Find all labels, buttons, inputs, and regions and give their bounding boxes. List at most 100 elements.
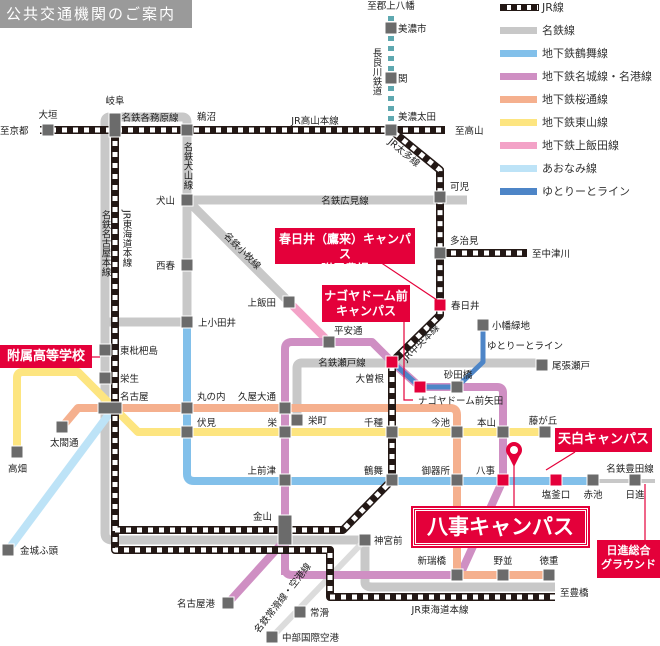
station-obataryokuchi-label: 小幡緑地 — [492, 320, 531, 332]
legend-swatch — [500, 96, 537, 103]
station-chikusa-marker[interactable] — [385, 425, 399, 439]
directions-gujo-label: 至郡上八幡 — [367, 0, 415, 12]
station-tokoname-marker[interactable] — [293, 605, 307, 619]
station-aratamabashi-marker[interactable] — [450, 568, 464, 582]
station-hisayaodori-label: 久屋大通 — [238, 391, 277, 403]
station-sako-marker[interactable] — [98, 371, 112, 385]
campus-kasugai-line2: 附属農場 — [320, 262, 369, 276]
campus-dome-label[interactable]: ナゴヤドーム前 キャンパス — [322, 285, 410, 322]
line-labels-jr-takayama-label: JR高山本線 — [290, 115, 339, 127]
station-nagoyako-marker[interactable] — [221, 596, 235, 610]
campus-nisshin-label[interactable]: 日進総合 グラウンド — [597, 540, 660, 578]
station-unuma-label: 鵜沼 — [197, 111, 216, 123]
line-labels-meitetsu-nagoya-label: 名鉄名古屋本線 — [100, 209, 112, 276]
station-shiogamaguchi-marker[interactable] — [549, 473, 563, 487]
legend-item-meitetsu: 名鉄線 — [500, 24, 660, 38]
campus-kasugai-label[interactable]: 春日井（鷹来）キャンパス 附属農場 — [275, 228, 415, 276]
sakura-dori-line — [58, 404, 549, 579]
jr-lines — [40, 126, 555, 601]
station-takabata-marker[interactable] — [10, 445, 24, 459]
station-sakaemachi-marker[interactable] — [290, 413, 304, 427]
station-nishiharu-marker[interactable] — [180, 258, 194, 272]
station-sakae-label: 栄 — [267, 417, 277, 429]
campus-yagoto-label[interactable]: 八事キャンパス — [411, 506, 590, 548]
campus-highschool-label[interactable]: 附属高等学校 — [0, 345, 92, 368]
legend-item-sakuradori: 地下鉄桜通線 — [500, 93, 660, 107]
station-kamiiida-marker[interactable] — [282, 295, 296, 309]
station-obataryokuchi-marker[interactable] — [476, 318, 490, 332]
station-tokoname-label: 常滑 — [310, 607, 330, 619]
station-kamiotai-marker[interactable] — [180, 315, 194, 329]
station-yagoto-label: 八事 — [476, 465, 496, 477]
station-sunadabashi-marker[interactable] — [450, 380, 464, 394]
station-unuma-marker[interactable] — [180, 123, 194, 137]
campus-nisshin-line2: グラウンド — [601, 557, 656, 571]
station-nonami-label: 野並 — [493, 555, 512, 567]
station-chubu_airport-marker[interactable] — [265, 630, 279, 644]
station-minoshi-marker[interactable] — [384, 21, 398, 35]
station-gifu-marker[interactable] — [108, 112, 122, 138]
campus-dome-line1: ナゴヤドーム前 — [324, 289, 408, 303]
station-nonami-marker[interactable] — [496, 568, 510, 582]
station-tokushige-marker[interactable] — [542, 568, 556, 582]
campus-leaders — [92, 261, 646, 540]
station-minoshi-label: 美濃市 — [398, 23, 427, 35]
station-kasugai-marker[interactable] — [433, 298, 447, 312]
yagoto-pin-icon — [506, 442, 522, 467]
station-ogaki-marker[interactable] — [41, 123, 55, 137]
legend-label: 名鉄線 — [542, 24, 575, 37]
station-owariseto-marker[interactable] — [535, 358, 549, 372]
legend-label: 地下鉄東山線 — [542, 116, 608, 129]
station-kamimaezu-marker[interactable] — [278, 473, 292, 487]
station-akaike-marker[interactable] — [586, 473, 600, 487]
station-kinjofuto-label: 金城ふ頭 — [20, 545, 59, 557]
station-jingumae-marker[interactable] — [358, 533, 372, 547]
meitetsu-tokoname-line — [269, 537, 368, 640]
legend-swatch — [500, 142, 537, 149]
legend-item-tsurumai: 地下鉄鶴舞線 — [500, 47, 660, 61]
station-inuyama-marker[interactable] — [180, 193, 194, 207]
station-ozone-marker[interactable] — [385, 355, 399, 369]
station-kasugai-label: 春日井 — [451, 300, 480, 312]
station-nagoya-marker[interactable] — [97, 401, 123, 415]
station-fujigaoka-marker[interactable] — [538, 425, 552, 439]
station-tsurumai-marker[interactable] — [385, 473, 399, 487]
station-sakae-marker[interactable] — [278, 425, 292, 439]
line-labels-meitetsu-toyota-label: 名鉄豊田線 — [606, 463, 654, 475]
station-yagoto-marker[interactable] — [496, 473, 510, 487]
station-nisshin-label: 日進 — [625, 489, 645, 501]
station-nagoyako-label: 名古屋港 — [177, 598, 216, 610]
station-taikodori-marker[interactable] — [55, 420, 69, 434]
line-labels-jr-tokaido-h-label: JR東海道本線 — [411, 604, 469, 616]
station-marunouchi-marker[interactable] — [180, 401, 194, 415]
station-minoota-marker[interactable] — [384, 123, 398, 137]
station-taikodori-label: 太閤通 — [50, 437, 79, 449]
station-kanayama-marker[interactable] — [277, 514, 293, 546]
line-labels-meitetsu-inuyama-label: 名鉄犬山線 — [182, 141, 194, 189]
station-motoyama-marker[interactable] — [496, 425, 510, 439]
station-sunadabashi-label: 砂田橋 — [444, 369, 473, 381]
station-kamiotai-label: 上小田井 — [198, 317, 236, 329]
station-heiandori-marker[interactable] — [322, 335, 336, 349]
station-hisayaodori-marker[interactable] — [278, 401, 292, 415]
campus-tempaku-label[interactable]: 天白キャンパス — [555, 428, 652, 452]
station-imaike-marker[interactable] — [450, 425, 464, 439]
station-tajimi-marker[interactable] — [433, 246, 447, 260]
station-higashibiwajima-marker[interactable] — [98, 343, 112, 357]
station-seki-marker[interactable] — [384, 71, 398, 85]
station-kinjofuto-marker[interactable] — [1, 543, 15, 557]
station-tsurumai-label: 鶴舞 — [364, 465, 384, 477]
legend-swatch — [500, 165, 537, 172]
directions-nakatsugawa-label: 至中津川 — [532, 248, 570, 260]
station-fushimi-marker[interactable] — [180, 425, 194, 439]
station-nisshin-marker[interactable] — [628, 473, 642, 487]
directions-toyohashi-label: 至豊橋 — [560, 587, 589, 599]
station-kani-marker[interactable] — [433, 190, 447, 204]
directions-takayama-label: 至高山 — [455, 125, 484, 137]
higashiyama-line — [13, 368, 545, 452]
campus-nisshin-line1: 日進総合 — [606, 544, 651, 557]
station-gokiso-marker[interactable] — [450, 473, 464, 487]
legend-item-meijo: 地下鉄名城線・名港線 — [500, 70, 660, 84]
station-domeyada-marker[interactable] — [413, 380, 427, 394]
